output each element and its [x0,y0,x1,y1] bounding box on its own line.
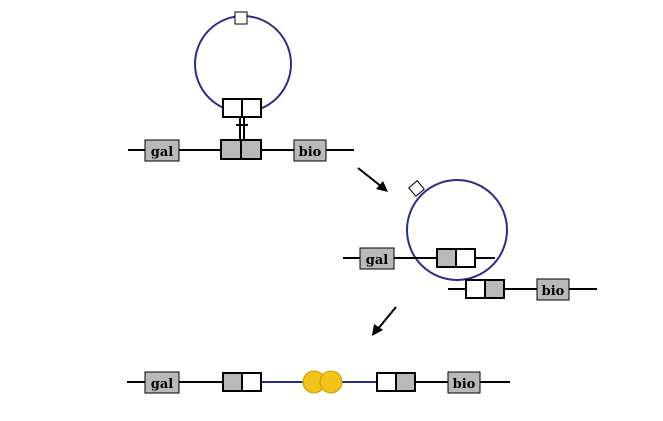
hybrid-att-left-gray-2 [436,248,457,268]
gal-label-3: gal [151,377,174,392]
stage-2: gal bio [343,179,597,301]
stage-3: gal bio [127,370,510,394]
gal-box-1 [144,139,180,162]
integrase-sphere-right [319,370,343,394]
attR-gray-3 [395,372,416,392]
stage-1: gal bio [128,11,354,162]
phage-circle-1 [194,15,292,113]
gal-box-2 [359,247,395,270]
phage-marker-1 [234,11,248,25]
bio-label-1: bio [299,145,322,160]
gal-box-3 [144,371,180,394]
arrow-1 [357,167,388,192]
gal-label-1: gal [151,145,174,160]
hybrid-att-left-white-2 [455,248,476,268]
bio-box-1 [293,139,327,162]
phage-circle-2 [406,179,508,281]
phage-att-box-left-1 [222,98,243,118]
attL-gray-3 [222,372,243,392]
gal-label-2: gal [366,253,389,268]
hybrid-att-right-white-2 [465,279,486,299]
arrow-2 [372,306,397,336]
bio-label-3: bio [453,377,476,392]
attL-white-3 [241,372,262,392]
phage-marker-2 [408,180,425,197]
bio-label-2: bio [542,284,565,299]
bacterial-att-box-left-1 [220,139,242,160]
attR-white-3 [376,372,397,392]
bio-box-2 [536,278,570,301]
phage-att-box-right-1 [241,98,262,118]
hybrid-att-right-gray-2 [484,279,505,299]
bacterial-att-box-right-1 [240,139,262,160]
bio-box-3 [447,371,481,394]
